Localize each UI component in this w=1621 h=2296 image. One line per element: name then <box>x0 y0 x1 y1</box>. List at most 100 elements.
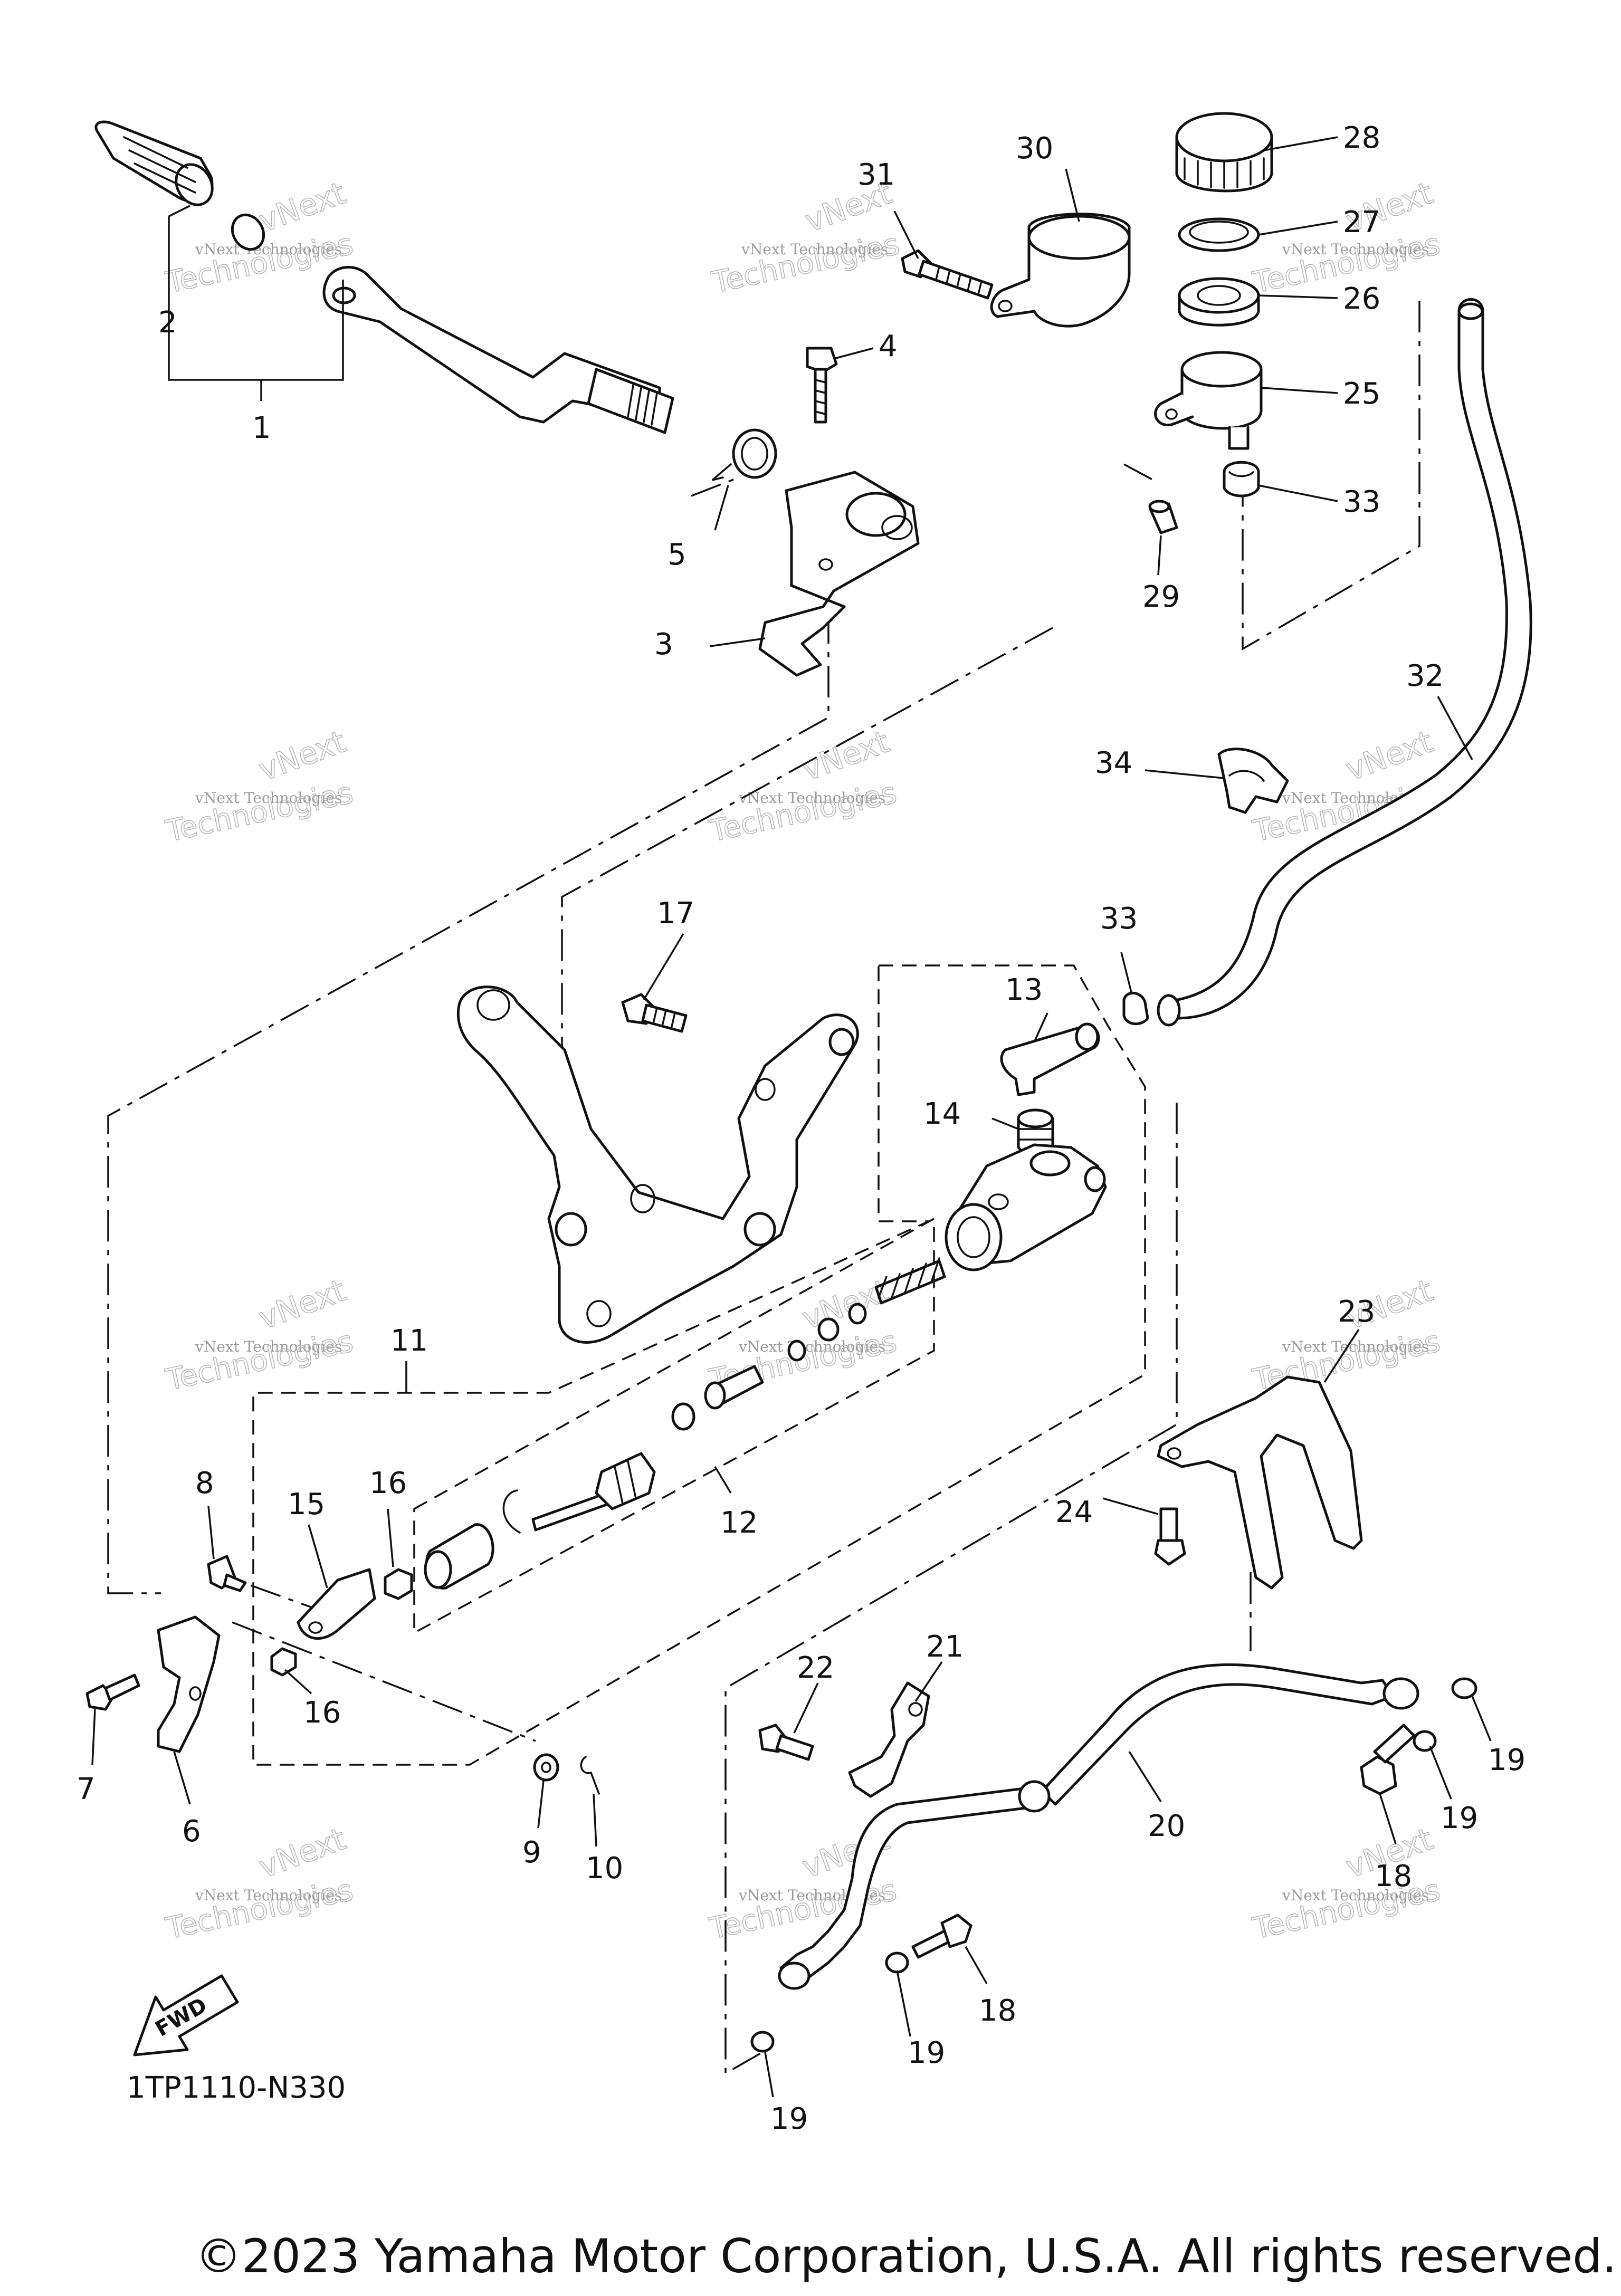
copyright-notice: ©2023 Yamaha Motor Corporation, U.S.A. A… <box>195 2229 1617 2283</box>
bolt-17-part <box>621 993 688 1033</box>
callout-1: 1 <box>252 411 271 445</box>
watermark-line2: vNext Technologies <box>195 241 342 258</box>
callout-8: 8 <box>195 1466 214 1500</box>
drawing-code: 1TP1110-N330 <box>127 2071 346 2105</box>
watermark-line3: Technologies <box>709 227 902 300</box>
clevis-15-part <box>297 1568 376 1640</box>
reservoir-cap-part <box>1175 112 1273 193</box>
union-bolt-18-right-part <box>1360 1724 1416 1795</box>
watermark-line3: Technologies <box>163 1324 356 1398</box>
washer-9-part <box>533 1753 559 1782</box>
reservoir-hose-part <box>1157 298 1532 1027</box>
callout-5: 5 <box>668 538 686 572</box>
nut-16-lower-part <box>270 1647 297 1677</box>
callout-numbers: 1 2 3 4 5 6 7 8 9 10 11 12 13 14 15 16 1… <box>77 121 1525 2136</box>
callout-4: 4 <box>879 329 898 363</box>
watermark-line2: vNext Technologies <box>738 1338 885 1355</box>
washer-19-mid-right-part <box>1413 1730 1437 1752</box>
callout-21: 21 <box>926 1630 964 1664</box>
callout-18-lower: 18 <box>979 1994 1016 2028</box>
frame-bracket-reference <box>456 986 859 1344</box>
bolt-7-part <box>85 1673 140 1711</box>
collar-29-part <box>1148 500 1178 534</box>
callout-19-lower-mid: 19 <box>908 2036 945 2070</box>
diaphragm-part <box>1178 277 1260 327</box>
return-spring-part <box>711 428 777 481</box>
callout-28: 28 <box>1343 121 1380 155</box>
callout-18-right: 18 <box>1375 1859 1412 1893</box>
callout-20: 20 <box>1148 1809 1185 1843</box>
callout-22: 22 <box>797 1651 834 1685</box>
leader-lines <box>91 136 1492 2098</box>
callout-34: 34 <box>1095 746 1132 780</box>
callout-16-lower: 16 <box>303 1696 341 1730</box>
hose-clamp-33-top-part <box>1223 461 1260 498</box>
watermark-line2: vNext Technologies <box>1282 1338 1429 1355</box>
callout-14: 14 <box>923 1097 961 1131</box>
bolt-22-part <box>758 1724 814 1761</box>
callout-12: 12 <box>720 1506 758 1540</box>
link-6-part <box>157 1615 221 1753</box>
callout-2: 2 <box>158 305 177 340</box>
union-bolt-18-lower-part <box>911 1914 972 1959</box>
bolt-24-part <box>1154 1507 1186 1566</box>
reservoir-holder-part <box>990 213 1131 328</box>
callout-26: 26 <box>1343 282 1380 316</box>
bolt-4-part <box>806 347 838 424</box>
callout-15: 15 <box>288 1487 325 1522</box>
watermark-line2: vNext Technologies <box>1282 241 1429 258</box>
fwd-arrow-icon: FWD <box>133 1974 239 2056</box>
callout-13: 13 <box>1005 973 1043 1007</box>
callout-25: 25 <box>1343 377 1380 411</box>
brake-hose-20-part <box>778 1663 1419 1990</box>
diaphragm-plate-part <box>1178 217 1260 252</box>
callout-32: 32 <box>1406 659 1444 693</box>
hose-holder-34-part <box>1217 748 1289 814</box>
pedal-bracket-part <box>758 471 920 677</box>
hose-clamp-33-mid-part <box>1122 991 1149 1026</box>
watermark-line2: vNext Technologies <box>738 789 885 807</box>
reservoir-tank-part <box>1154 351 1263 450</box>
callout-7: 7 <box>77 1772 96 1806</box>
callout-10: 10 <box>586 1851 623 1886</box>
callout-27: 27 <box>1343 205 1380 240</box>
pin-8-part <box>207 1555 247 1592</box>
watermark-line2: vNext Technologies <box>195 1338 342 1355</box>
washer-19-lower-mid-part <box>885 1951 909 1974</box>
screw-31-part <box>901 249 994 300</box>
watermark-line2: vNext Technologies <box>195 1887 342 1904</box>
callout-29: 29 <box>1142 580 1180 614</box>
group-outlines <box>252 964 1146 1766</box>
watermark-line3: Technologies <box>163 776 356 849</box>
brake-pedal-part <box>322 266 674 434</box>
callout-19-top-right: 19 <box>1488 1743 1525 1777</box>
callout-9: 9 <box>522 1835 541 1870</box>
cotter-pin-10-part <box>580 1756 600 1795</box>
callout-11: 11 <box>390 1324 428 1358</box>
callout-33-top: 33 <box>1343 485 1380 519</box>
watermark-line2: vNext Technologies <box>195 789 342 807</box>
callout-3: 3 <box>654 627 673 662</box>
washer-19-bottom-left-part <box>750 2031 775 2053</box>
pedal-rubber-part <box>94 120 265 251</box>
watermark-line3: Technologies <box>706 776 899 849</box>
callout-24: 24 <box>1055 1495 1093 1529</box>
nut-16-upper-part <box>384 1568 413 1600</box>
callout-16-upper: 16 <box>369 1466 407 1500</box>
callout-31: 31 <box>857 158 895 192</box>
callout-19-mid-right: 19 <box>1441 1801 1478 1835</box>
callout-6: 6 <box>182 1814 201 1849</box>
watermark-line3: Technologies <box>163 1873 356 1946</box>
watermark-line2: vNext Technologies <box>1282 1887 1429 1904</box>
washer-19-top-right-part <box>1451 1677 1477 1699</box>
hose-joint-13-part <box>1000 1022 1100 1096</box>
piston-kit-parts <box>424 1257 946 1590</box>
master-cylinder-part <box>945 1143 1107 1271</box>
callout-19-bottom-left: 19 <box>770 2102 808 2136</box>
